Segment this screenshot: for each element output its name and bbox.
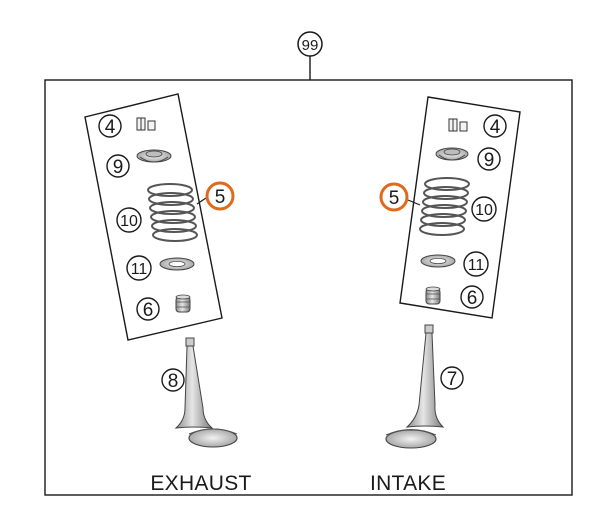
valve-spring-icon [419,177,470,236]
svg-text:10: 10 [475,202,493,219]
intake-callout-stem-seal[interactable]: 6 [460,285,484,309]
exhaust-group: 4 9 5 [84,93,251,495]
exhaust-spring-leader [196,197,207,205]
svg-text:9: 9 [484,150,495,171]
valve-stem-seal-icon [425,286,441,305]
svg-text:10: 10 [120,213,138,230]
exhaust-label: EXHAUST [150,472,251,495]
spring-retainer-icon [435,147,469,161]
exhaust-callout-cotters[interactable]: 4 [98,114,122,138]
intake-callout-valve[interactable]: 7 [440,366,464,390]
svg-text:11: 11 [131,261,148,278]
intake-valve-icon [385,324,445,449]
spring-washer-icon [420,254,456,268]
valve-cotters-icon [448,118,468,132]
valve-stem-seal-icon [175,294,191,313]
svg-text:5: 5 [215,187,226,208]
valve-cotters-icon [136,117,156,131]
spring-washer-icon [159,257,195,271]
svg-text:7: 7 [447,369,458,390]
intake-spring-leader [407,199,421,206]
intake-callout-spring[interactable]: 5 [379,182,409,212]
intake-callout-retainer[interactable]: 9 [477,147,501,171]
svg-text:9: 9 [113,157,124,178]
intake-label: INTAKE [370,472,446,495]
svg-text:6: 6 [143,300,154,321]
intake-callout-spring-seat[interactable]: 10 [471,196,497,222]
svg-text:4: 4 [490,117,501,138]
svg-text:11: 11 [468,257,485,274]
callout-number: 99 [302,37,319,54]
exhaust-callout-spring-seat[interactable]: 10 [116,207,142,233]
svg-text:5: 5 [389,188,400,209]
intake-group: 4 9 5 10 [370,96,521,495]
exhaust-callout-stem-seal[interactable]: 6 [136,297,160,321]
exhaust-valve-icon [174,337,238,448]
intake-kit-frame [399,96,521,319]
spring-retainer-icon [136,149,172,163]
exhaust-callout-retainer[interactable]: 9 [106,154,130,178]
svg-text:4: 4 [105,117,116,138]
assembly-frame [44,79,573,496]
intake-callout-cotters[interactable]: 4 [483,114,507,138]
exhaust-kit-frame [84,93,223,341]
valve-spring-icon [147,183,198,242]
svg-text:6: 6 [467,288,478,309]
exhaust-callout-spring[interactable]: 5 [205,181,235,211]
intake-callout-spring-washer[interactable]: 11 [463,251,489,277]
svg-text:8: 8 [168,371,179,392]
exhaust-callout-valve[interactable]: 8 [161,368,185,392]
assembly-callout[interactable]: 99 [297,31,323,57]
exhaust-callout-spring-washer[interactable]: 11 [126,255,152,281]
